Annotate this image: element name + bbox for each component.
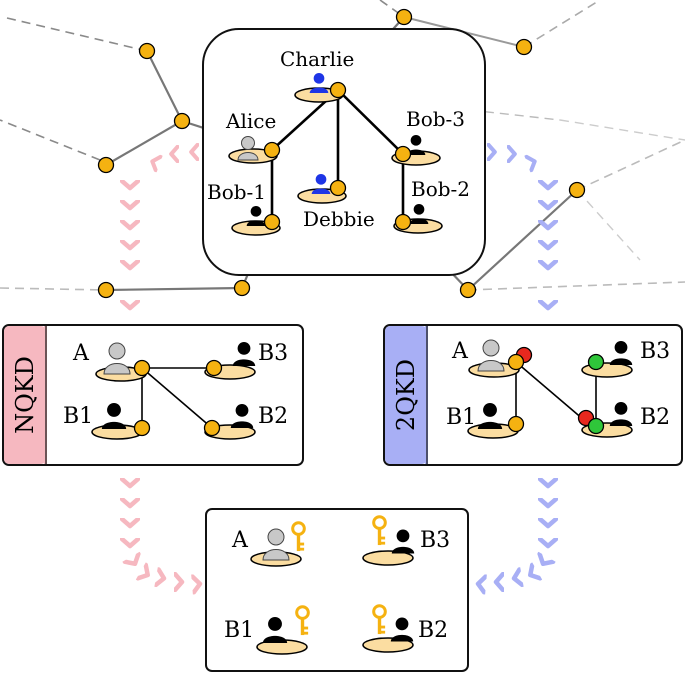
top-panel-links [270, 89, 405, 222]
bob2-node [394, 213, 412, 231]
network-node [138, 42, 156, 60]
network-link [0, 287, 107, 291]
charlie-label: Charlie [280, 47, 354, 71]
debbie-label: Debbie [303, 207, 375, 231]
network-node [233, 279, 251, 297]
network-link [576, 139, 685, 191]
key-a-user-icon [262, 528, 290, 561]
twoqkd-b2-label: B2 [640, 405, 670, 430]
network-link [523, 0, 601, 48]
network-node [173, 112, 191, 130]
top-panel-users [237, 73, 429, 226]
bob2-label: Bob-2 [411, 177, 470, 201]
network-link [576, 189, 641, 261]
alice-label: Alice [225, 109, 276, 133]
bob1-label: Bob-1 [207, 180, 266, 204]
bob1-node [263, 213, 281, 231]
network-node [97, 156, 115, 174]
key-b1-label: B1 [224, 618, 254, 643]
key-a-label: A [231, 528, 249, 553]
network-link [105, 286, 243, 292]
network-link [146, 50, 183, 122]
nqkd-a-user-icon [103, 342, 131, 375]
green-node [587, 417, 605, 435]
network-link [559, 119, 685, 141]
debbie-node [329, 179, 347, 197]
alice-node [263, 141, 281, 159]
network-node [459, 281, 477, 299]
nqkd-side-label: NQKD [11, 356, 39, 434]
bob3-node [394, 145, 412, 163]
network-node [97, 281, 115, 299]
nqkd-b2-label: B2 [258, 404, 288, 429]
key-b3-label: B3 [420, 528, 450, 553]
charlie-node [329, 81, 347, 99]
network-node [515, 38, 533, 56]
nqkd-panel: NQKD A B3 B1 B2 [2, 324, 304, 466]
twoqkd-b3-label: B3 [640, 339, 670, 364]
twoqkd-panel: 2QKD A B3 B1 B2 [383, 324, 683, 466]
bob3-label: Bob-3 [406, 107, 465, 131]
twoqkd-b1-label: B1 [446, 405, 476, 430]
network-link [6, 17, 148, 52]
twoqkd-side-label: 2QKD [392, 359, 420, 431]
alice-user-icon [237, 136, 259, 161]
network-node [568, 181, 586, 199]
green-node [587, 353, 605, 371]
network-link [467, 281, 685, 291]
network-link [0, 119, 101, 161]
key-panel: A B3 B1 B2 [205, 508, 469, 672]
twoqkd-a-label: A [451, 339, 469, 364]
top-network-panel [202, 28, 486, 276]
network-link [105, 120, 183, 166]
nqkd-a-label: A [72, 341, 90, 366]
network-nodes [97, 8, 586, 299]
key-b2-label: B2 [418, 618, 448, 643]
twoqkd-a-user-icon [477, 339, 505, 372]
nqkd-b3-label: B3 [258, 341, 288, 366]
network-link [379, 0, 405, 18]
network-link [467, 189, 578, 291]
network-node [395, 8, 413, 26]
nqkd-b1-label: B1 [63, 404, 93, 429]
